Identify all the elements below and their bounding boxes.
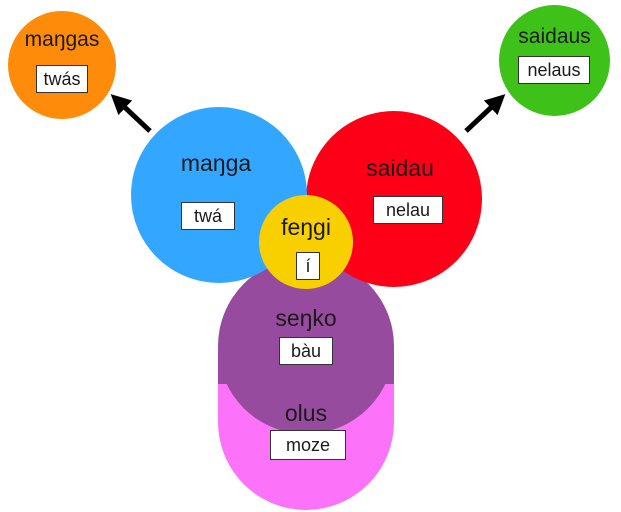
saidaus-gloss: nelaus — [518, 56, 590, 84]
olus-word: olus — [284, 400, 328, 426]
arrow-to-saidaus — [464, 94, 506, 133]
senko-gloss: bàu — [279, 337, 333, 365]
manga-gloss: twá — [181, 202, 235, 230]
arrow-to-mangas — [110, 94, 152, 133]
fengi-word: feŋgi — [281, 214, 331, 240]
fengi-gloss: í — [296, 252, 320, 280]
manga-word: maŋga — [180, 150, 252, 176]
mangas-gloss: twás — [36, 65, 88, 93]
saidau-word: saidau — [366, 155, 434, 181]
saidaus-word: saidaus — [518, 25, 591, 48]
olus-gloss: moze — [270, 430, 346, 460]
senko-word: seŋko — [275, 305, 337, 331]
saidau-gloss: nelau — [373, 196, 443, 224]
mangas-word: maŋgas — [24, 28, 100, 51]
